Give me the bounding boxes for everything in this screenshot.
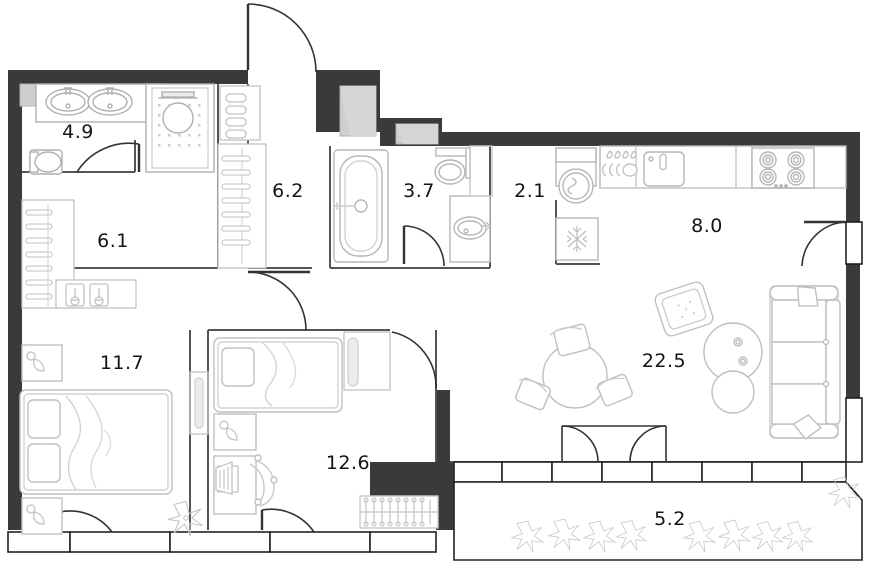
door-bedroom-second [247,270,310,331]
single-bed [213,337,343,413]
toilet-master [29,149,63,175]
double-sink-vanity [45,87,133,116]
dining-chair-top [549,323,591,357]
room-area-labels: 4.9 6.1 6.2 3.7 2.1 8.0 22.5 11.7 12.6 5… [62,121,723,530]
label-balcony: 5.2 [654,508,686,530]
storage-boxes [55,279,137,309]
toilet-guest [434,147,471,185]
label-guest-bathroom: 3.7 [403,180,435,202]
door-bedroom-second-inner [391,331,437,389]
fixture-group-closet [21,199,137,309]
window-right-wall [845,221,863,463]
double-bed [19,389,173,495]
door-bedroom-second-bottom [260,508,315,533]
fixture-group-hallway [217,85,267,269]
wardrobe-rail-closet [25,204,53,306]
nightstand-second [213,413,257,451]
plant-icon [26,504,45,525]
door-balcony-living [561,425,667,463]
label-bedroom-master: 11.7 [100,352,144,374]
dining-chair-right [595,373,633,407]
plant-icon [26,351,45,372]
entry-niches [19,83,439,145]
coat-rail-hallway [217,143,267,269]
dining-chair-left [515,377,551,411]
nightstand-bottom [21,497,63,535]
rug-plant-decor [167,500,203,537]
desk-chair [249,454,278,507]
armchair [654,281,714,337]
refrigerator [555,217,599,261]
nightstand-top [21,344,63,382]
cooktop [751,147,815,189]
door-bathroom-master [76,142,141,173]
label-living-room: 22.5 [642,350,686,372]
dining-table [542,343,608,409]
fixture-group-laundry [555,147,599,261]
label-bedroom-second: 12.6 [326,452,370,474]
bathtub [333,149,389,263]
door-bathroom-guest [402,225,445,267]
shower-cabin [145,83,215,173]
fixture-group-bedroom-master [19,344,203,537]
label-kitchen: 8.0 [691,215,723,237]
balcony-plants [510,476,862,553]
radiator-second [359,495,439,529]
fixture-group-master-bathroom [29,83,215,175]
kitchen-sink [643,151,685,187]
wardrobe-closet-second [343,331,391,391]
coffee-table-large [703,322,763,382]
label-hallway: 6.2 [272,180,304,202]
shoe-rack [219,85,261,141]
balcony-outline [453,481,863,561]
washbasin-guest [449,195,491,263]
washing-machine [555,147,597,204]
window-band-balcony [453,461,847,483]
sofa [769,285,841,440]
label-laundry-room: 2.1 [514,180,546,202]
dish-rack [601,150,638,177]
doors [58,3,847,533]
door-kitchen [801,220,847,267]
monitor [215,460,233,495]
wardrobe-closet-left [189,371,209,435]
window-band-bottom [7,531,437,553]
entry-door [246,3,317,73]
plant-icon [219,420,238,441]
fixture-group-guest-bathroom [333,145,493,263]
label-walk-in-closet: 6.1 [97,230,129,252]
coffee-table-small [711,370,755,414]
desk [213,454,278,515]
fixture-group-bedroom-second [189,331,439,529]
fixture-group-living [515,281,841,440]
label-master-bathroom: 4.9 [62,121,94,143]
fixture-group-kitchen [599,145,847,189]
